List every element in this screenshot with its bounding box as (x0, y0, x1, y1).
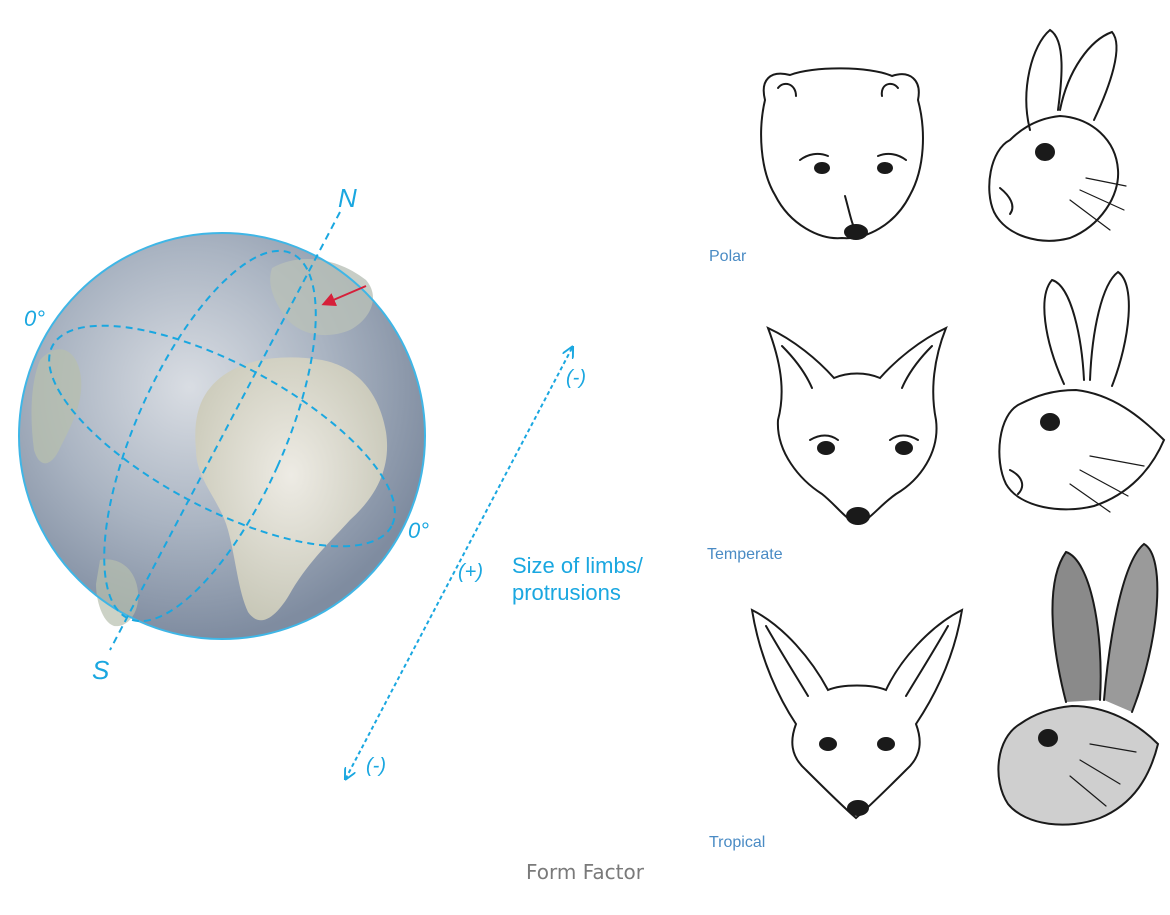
scale-top-sign: (-) (566, 367, 586, 389)
figure-title: Form Factor (0, 860, 1170, 884)
limb-size-label-line1: Size of limbs/ (512, 552, 643, 579)
polar-hare-illustration (989, 30, 1126, 241)
polar-fox-illustration (761, 68, 923, 239)
region-label-temperate: Temperate (707, 546, 783, 564)
scale-middle-sign: (+) (458, 561, 483, 583)
limb-size-label-line2: protrusions (512, 579, 643, 606)
north-label: N (338, 183, 357, 213)
temperate-hare-illustration (999, 272, 1164, 512)
south-label: S (92, 655, 110, 685)
tropical-hare-illustration (998, 544, 1158, 825)
region-label-tropical: Tropical (709, 834, 765, 852)
limb-size-label: Size of limbs/ protrusions (512, 552, 643, 606)
temperate-fox-illustration (768, 328, 946, 524)
globe: N S 0° 0° (19, 183, 430, 685)
tropical-fox-illustration (752, 610, 962, 818)
scale-bottom-sign: (-) (366, 755, 386, 777)
degree-label-left: 0° (24, 306, 45, 331)
degree-label-right: 0° (408, 518, 429, 543)
region-label-polar: Polar (709, 248, 746, 266)
